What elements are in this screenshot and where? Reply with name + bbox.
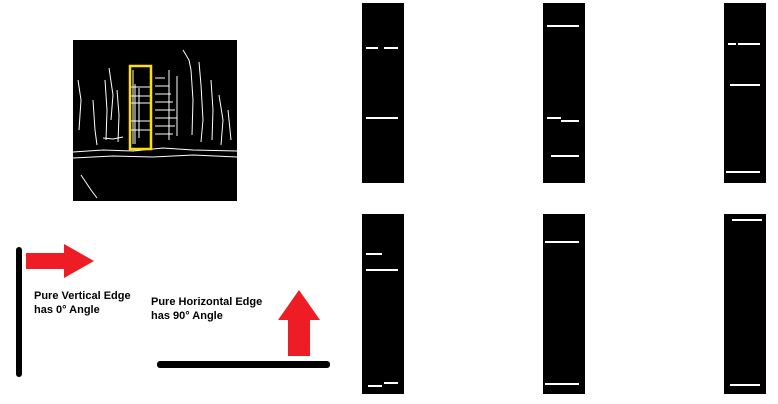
- edge-line: [726, 171, 760, 173]
- edge-line: [738, 43, 760, 45]
- edge-line: [366, 117, 398, 119]
- strip-panel-4: [362, 214, 404, 394]
- arrow-up-icon: [278, 290, 320, 356]
- edge-line: [368, 385, 382, 387]
- edge-line: [384, 382, 398, 384]
- horizontal-edge-caption-line2: has 90° Angle: [151, 310, 223, 322]
- strip-panel-5: [543, 214, 585, 394]
- edge-line: [728, 43, 736, 45]
- edge-line: [366, 253, 382, 255]
- arrow-right-icon: [26, 244, 94, 278]
- edge-line: [384, 47, 398, 49]
- edge-line: [545, 383, 579, 385]
- horizontal-edge-caption-line1: Pure Horizontal Edge: [151, 296, 263, 308]
- horizontal-edge-caption: Pure Horizontal Edge has 90° Angle: [151, 295, 262, 323]
- vertical-edge-caption: Pure Vertical Edge has 0° Angle: [34, 289, 131, 317]
- edge-detected-image: [73, 40, 237, 201]
- strip-panel-2: [543, 3, 585, 183]
- strip-panel-1: [362, 3, 404, 183]
- vertical-edge-caption-line2: has 0° Angle: [34, 304, 100, 316]
- edge-line: [547, 25, 579, 27]
- edge-line: [730, 84, 760, 86]
- edge-line: [730, 384, 760, 386]
- edge-line: [547, 117, 561, 119]
- edge-line: [545, 241, 579, 243]
- edge-line: [366, 47, 378, 49]
- vertical-edge-caption-line1: Pure Vertical Edge: [34, 290, 131, 302]
- edge-map: [73, 49, 237, 199]
- edge-line: [551, 155, 579, 157]
- strip-panel-3: [724, 3, 766, 183]
- strip-panel-6: [724, 214, 766, 394]
- horizontal-edge-bar: [157, 361, 330, 368]
- vertical-edge-bar: [16, 247, 22, 377]
- highlight-window: [128, 64, 153, 151]
- edge-line: [366, 269, 398, 271]
- edge-line: [732, 219, 762, 221]
- edge-line: [561, 120, 579, 122]
